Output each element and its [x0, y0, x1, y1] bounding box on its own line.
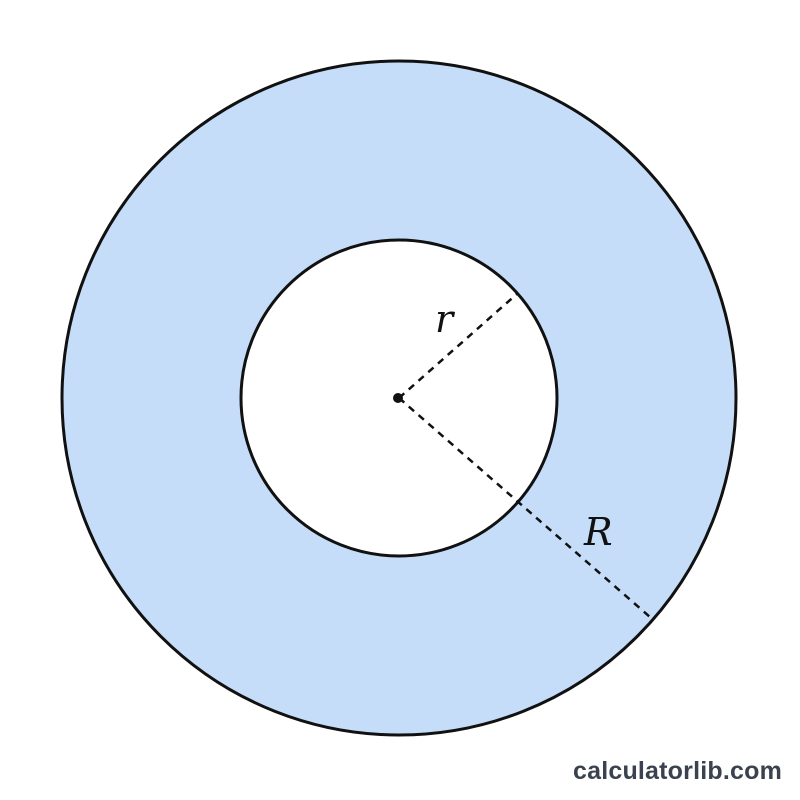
outer-radius-line: [398, 397, 651, 618]
inner-radius-line: [398, 292, 519, 399]
watermark-text: calculatorlib.com: [572, 757, 782, 785]
center-point: [393, 393, 403, 403]
inner-radius-label: r: [435, 297, 456, 341]
outer-radius-label: R: [583, 510, 613, 554]
